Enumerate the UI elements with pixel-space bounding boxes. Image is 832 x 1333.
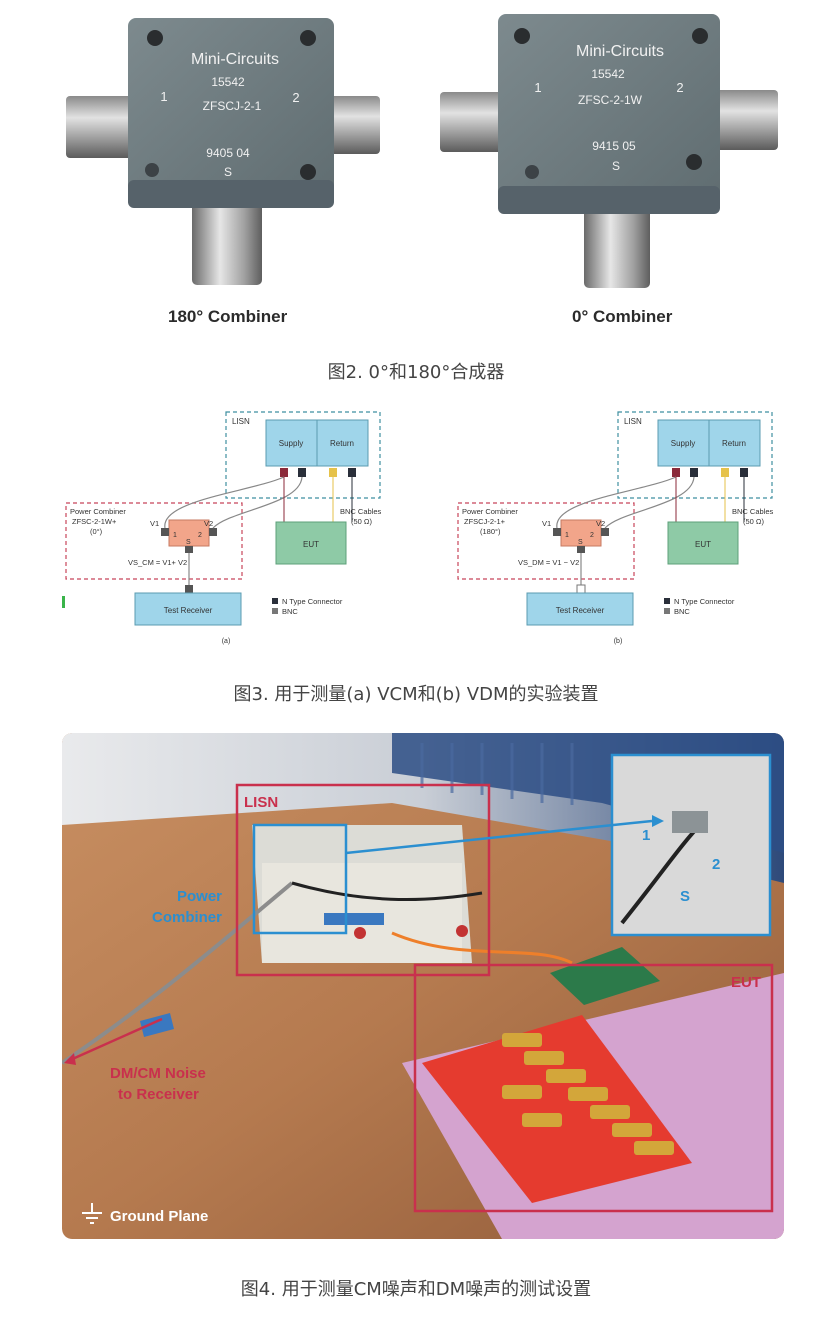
supply-block (657, 419, 710, 467)
combiner-box (65, 502, 243, 580)
port-s: S (578, 539, 583, 546)
combiner-title: Power Combiner (462, 507, 518, 516)
setup-schematics: LISN Supply Return Power Combiner ZFSC-2… (62, 411, 774, 645)
legend-n-type: N Type Connector (282, 597, 343, 606)
figure-4-caption: 图4. 用于测量CM噪声和DM噪声的测试设置 (240, 1279, 592, 1300)
schematic-a: LISN Supply Return Power Combiner ZFSC-2… (62, 411, 382, 645)
lisn-photo-label: LISN (244, 794, 278, 811)
test-setup-photo: LISN Power Combiner EUT DM/CM Noise to R… (62, 733, 784, 1239)
ground-plane-label: Ground Plane (110, 1208, 208, 1225)
part-number: 15542 (211, 75, 245, 89)
combiner-model: ZFSC-2-1W+ (72, 517, 117, 526)
combiner-180-photo: Mini-Circuits 15542 ZFSCJ-2-1 1 2 9405 0… (66, 18, 380, 285)
v2-label: V2 (204, 519, 213, 528)
combiner-0-label: 0° Combiner (572, 307, 673, 326)
cables-impedance: (50 Ω) (351, 517, 373, 526)
return-label: Return (722, 439, 746, 448)
sum-port-label: S (224, 165, 232, 179)
formula: VS_DM = V1 − V2 (518, 558, 579, 567)
date-code: 9415 05 (592, 139, 636, 153)
combiner-angle: (0°) (90, 527, 103, 536)
noise-label-line2: to Receiver (118, 1086, 199, 1103)
port-1-label: 1 (160, 89, 167, 104)
figure-3-caption: 图3. 用于测量(a) VCM和(b) VDM的实验装置 (233, 684, 599, 705)
combiner-highlight-box (252, 823, 348, 935)
test-receiver-block (526, 592, 634, 626)
v2-label: V2 (596, 519, 605, 528)
formula: VS_CM = V1+ V2 (128, 558, 187, 567)
combiner-angle: (180°) (480, 527, 501, 536)
noise-arrow (67, 1017, 163, 1063)
inset-port-1: 1 (642, 827, 650, 844)
lisn-box (617, 411, 773, 499)
noise-label: DM/CM Noise (110, 1065, 206, 1082)
test-receiver-label: Test Receiver (556, 606, 605, 615)
port-2-label: 2 (292, 90, 299, 105)
test-receiver-block (134, 592, 242, 626)
model-number: ZFSC-2-1W (578, 93, 643, 107)
lisn-label: LISN (624, 417, 642, 426)
eut-label: EUT (695, 540, 711, 549)
cables-label: BNC Cables (732, 507, 774, 516)
combiner-photos: Mini-Circuits 15542 ZFSCJ-2-1 1 2 9405 0… (66, 14, 778, 288)
legend-bnc: BNC (674, 607, 690, 616)
test-receiver-label: Test Receiver (164, 606, 213, 615)
power-combiner-label: Power (177, 888, 222, 905)
lisn-highlight-box (235, 783, 491, 977)
date-code: 9405 04 (206, 146, 250, 160)
schematic-b: LISN Supply Return Power Combiner ZFSCJ-… (457, 411, 774, 645)
combiner-box (457, 502, 635, 580)
ground-icon (82, 1203, 102, 1224)
figure-2-caption: 图2. 0°和180°合成器 (327, 362, 505, 383)
sum-port-label: S (612, 159, 620, 173)
part-number: 15542 (591, 67, 625, 81)
port-1: 1 (173, 532, 177, 539)
lisn-label: LISN (232, 417, 250, 426)
port-2-label: 2 (676, 80, 683, 95)
legend-n-type: N Type Connector (674, 597, 735, 606)
v1-label: V1 (150, 519, 159, 528)
legend-bnc: BNC (282, 607, 298, 616)
supply-label: Supply (671, 439, 695, 448)
return-label: Return (330, 439, 354, 448)
eut-highlight-box (413, 963, 774, 1213)
return-block (708, 419, 761, 467)
cables-impedance: (50 Ω) (743, 517, 765, 526)
cables-label: BNC Cables (340, 507, 382, 516)
panel-label: (a) (222, 638, 231, 645)
figure-3: LISN Supply Return Power Combiner ZFSC-2… (0, 400, 832, 710)
figure-2: Mini-Circuits 15542 ZFSCJ-2-1 1 2 9405 0… (0, 0, 832, 390)
port-1-label: 1 (534, 80, 541, 95)
brand-label: Mini-Circuits (576, 43, 664, 60)
supply-label: Supply (279, 439, 303, 448)
lisn-box (225, 411, 381, 499)
combiner-0-photo: Mini-Circuits 15542 ZFSC-2-1W 1 2 9415 0… (440, 14, 778, 288)
v1-label: V1 (542, 519, 551, 528)
port-2: 2 (590, 532, 594, 539)
inset-port-2: 2 (712, 856, 720, 873)
eut-label: EUT (303, 540, 319, 549)
eut-block (275, 521, 347, 565)
zoom-connector (345, 819, 653, 855)
port-2: 2 (198, 532, 202, 539)
panel-label: (b) (614, 638, 623, 645)
zoom-inset-box (610, 753, 772, 937)
power-combiner-label-line2: Combiner (152, 909, 222, 926)
eut-photo-label: EUT (731, 974, 761, 991)
eut-block (667, 521, 739, 565)
brand-label: Mini-Circuits (191, 51, 279, 68)
combiner-title: Power Combiner (70, 507, 126, 516)
combiner-180-label: 180° Combiner (168, 307, 288, 326)
figure-4: LISN Power Combiner EUT DM/CM Noise to R… (0, 733, 832, 1333)
port-1: 1 (565, 532, 569, 539)
supply-block (265, 419, 318, 467)
combiner-model: ZFSCJ-2-1+ (464, 517, 506, 526)
port-s: S (186, 539, 191, 546)
model-number: ZFSCJ-2-1 (203, 99, 262, 113)
inset-port-s: S (680, 888, 690, 905)
return-block (316, 419, 369, 467)
